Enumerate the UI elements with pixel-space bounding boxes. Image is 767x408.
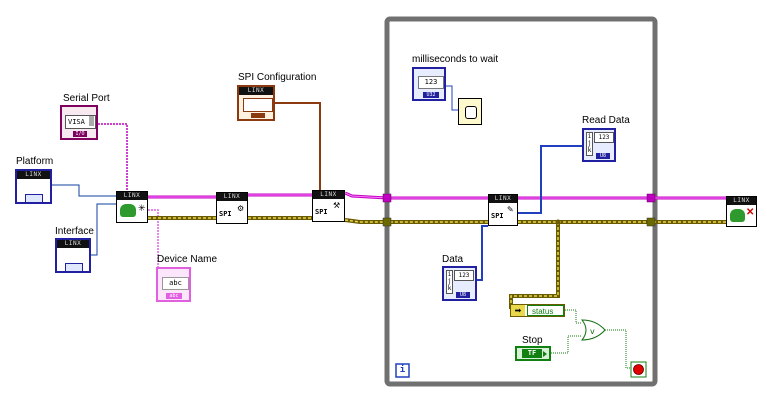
serial-port-control[interactable]: VISA I/O <box>60 105 98 140</box>
spi-open-node[interactable]: LINX SPI ⚙ <box>216 192 248 224</box>
read-data-indicator: i j k 123 U8 <box>582 128 616 162</box>
spi-write-read-text: SPI <box>491 212 504 220</box>
error-cluster-wire[interactable] <box>148 216 726 224</box>
watch-icon <box>465 106 477 119</box>
spi-write-read-node[interactable]: LINX SPI ✎ <box>488 194 518 226</box>
wait-ms-function[interactable] <box>458 98 482 125</box>
status-error-branch[interactable] <box>509 219 561 310</box>
status-bool-wire[interactable] <box>565 309 582 324</box>
u8-type-indicator: U8 <box>596 153 610 159</box>
u32-type-indicator: U32 <box>423 92 439 98</box>
enum-arrows-icon <box>25 194 43 203</box>
linx-open-header: LINX <box>117 192 147 200</box>
spi-configure-text: SPI <box>315 208 328 216</box>
array-index-i: i <box>587 133 592 140</box>
data-value[interactable]: 123 <box>454 270 474 281</box>
linx-open-node[interactable]: LINX ✳ <box>116 191 148 223</box>
error-tunnel-right[interactable] <box>646 217 656 227</box>
dropdown-arrow-icon[interactable] <box>89 116 94 126</box>
status-element: status <box>527 305 564 316</box>
unbundle-status-node[interactable]: ➡ status <box>510 304 565 317</box>
cluster-type-indicator <box>251 113 265 118</box>
linx-resource-wire[interactable] <box>148 191 726 200</box>
spi-config-field[interactable] <box>243 98 273 112</box>
serial-port-label: Serial Port <box>63 93 110 104</box>
stop-label: Stop <box>522 335 543 346</box>
stop-boolean-field[interactable]: TF <box>522 349 542 358</box>
linx-logo-icon <box>730 209 745 222</box>
spi-open-header: LINX <box>217 193 247 201</box>
spi-open-text: SPI <box>219 210 232 218</box>
spi-configuration-label: SPI Configuration <box>238 72 317 83</box>
visa-resource-field[interactable]: VISA <box>65 115 96 129</box>
write-pencil-icon: ✎ <box>507 205 514 214</box>
interface-wire[interactable] <box>90 203 116 256</box>
serial-port-wire[interactable] <box>98 123 128 193</box>
spi-open-icon: ⚙ <box>237 204 245 213</box>
unbundle-arrow-icon: ➡ <box>511 305 525 316</box>
platform-label: Platform <box>16 156 54 167</box>
device-name-label: Device Name <box>157 254 218 265</box>
svg-text:v: v <box>590 327 595 336</box>
string-type-indicator: abc <box>166 293 182 299</box>
spi-configuration-control[interactable]: LINX <box>237 85 275 121</box>
read-data-value: 123 <box>594 132 614 143</box>
array-index-j: j <box>587 140 592 147</box>
iteration-terminal <box>395 363 410 378</box>
linx-logo-icon <box>120 204 136 217</box>
output-arrow-icon <box>543 351 547 357</box>
configure-wrench-icon: ⚒ <box>333 201 341 210</box>
milliseconds-to-wait-label: milliseconds to wait <box>412 54 499 65</box>
enum-arrows-icon <box>65 263 83 272</box>
iteration-terminal-label: i <box>399 365 406 375</box>
io-indicator: I/O <box>73 131 87 137</box>
milliseconds-to-wait-control[interactable]: 123 U32 <box>412 67 446 101</box>
open-star-icon: ✳ <box>138 203 146 213</box>
spi-configure-node[interactable]: LINX SPI ⚒ <box>312 190 345 222</box>
read-data-label: Read Data <box>582 115 630 126</box>
interface-label: Interface <box>55 226 94 237</box>
linx-close-node[interactable]: LINX ✕ <box>726 196 757 227</box>
platform-wire[interactable] <box>52 184 116 197</box>
device-name-control[interactable]: abc abc <box>156 267 191 302</box>
spi-configure-header: LINX <box>313 191 344 199</box>
platform-linx-header: LINX <box>17 171 50 179</box>
milliseconds-wire[interactable] <box>446 85 458 111</box>
array-index: i j k <box>586 132 593 156</box>
read-data-wire[interactable] <box>518 145 582 214</box>
array-index-k: k <box>587 147 592 154</box>
interface-control[interactable]: LINX <box>55 238 91 273</box>
data-label: Data <box>442 254 464 265</box>
spi-write-read-header: LINX <box>489 195 517 203</box>
or-gate[interactable]: v <box>580 319 606 341</box>
error-tunnel-left[interactable] <box>382 217 392 227</box>
linx-tunnel-right[interactable] <box>646 193 656 203</box>
u8-type-indicator: U8 <box>456 292 470 298</box>
linx-close-header: LINX <box>727 197 756 205</box>
close-x-icon: ✕ <box>746 207 755 218</box>
data-control[interactable]: i j k 123 U8 <box>442 266 477 301</box>
stop-control[interactable]: TF <box>515 346 551 361</box>
linx-tunnel-left[interactable] <box>382 193 392 203</box>
device-name-wire[interactable] <box>145 209 159 268</box>
device-name-field[interactable]: abc <box>162 277 189 290</box>
stop-bool-wire[interactable] <box>551 335 582 354</box>
interface-linx-header: LINX <box>57 240 89 248</box>
array-index[interactable]: i j k <box>446 270 453 294</box>
spi-config-linx-header: LINX <box>239 87 273 95</box>
spi-configuration-wire[interactable] <box>275 102 321 190</box>
array-index-k: k <box>447 285 452 292</box>
data-wire[interactable] <box>477 225 488 281</box>
array-index-i: i <box>447 271 452 278</box>
milliseconds-field[interactable]: 123 <box>418 76 444 89</box>
platform-control[interactable]: LINX <box>15 169 52 204</box>
loop-condition-terminal[interactable] <box>630 361 647 378</box>
array-index-j: j <box>447 278 452 285</box>
or-output-wire[interactable] <box>605 329 632 369</box>
